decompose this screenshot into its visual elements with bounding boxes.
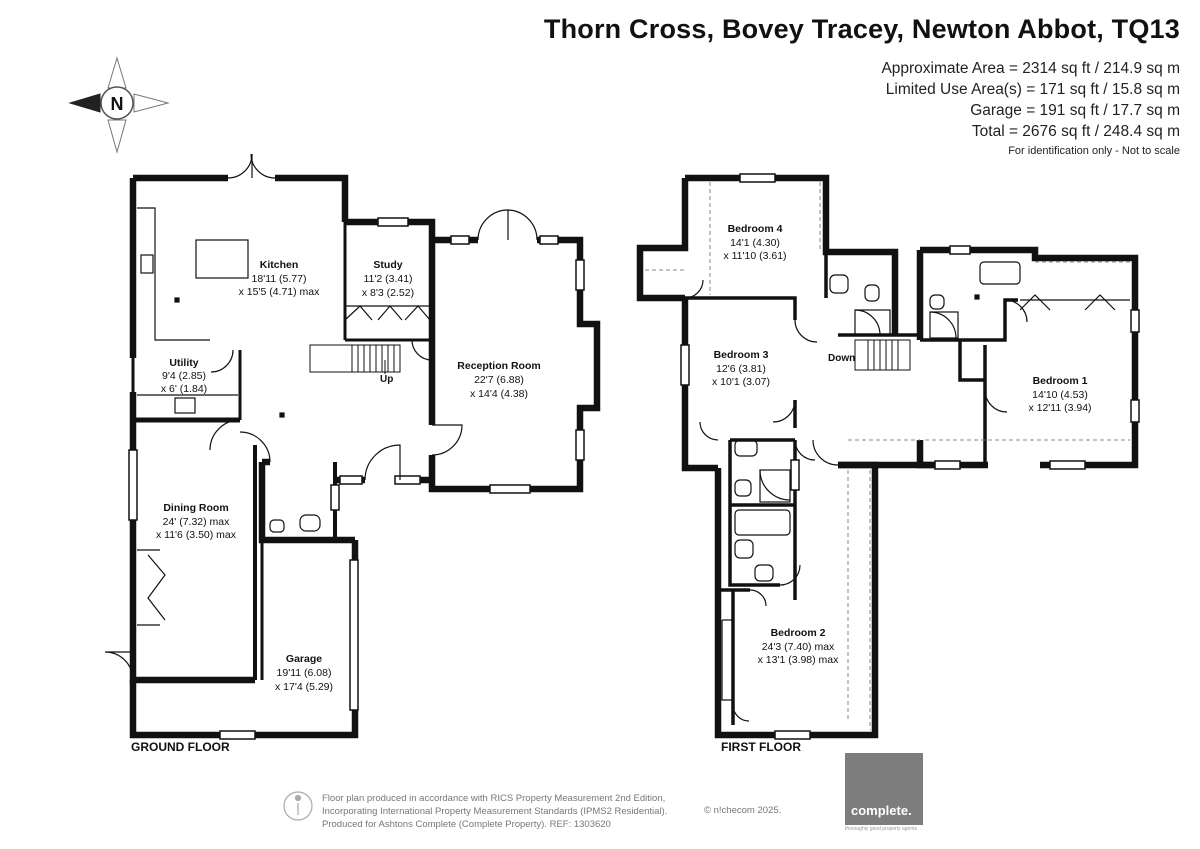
room-label-study: Study 11'2 (3.41) x 8'3 (2.52) <box>362 259 414 299</box>
svg-text:x 10'1 (3.07): x 10'1 (3.07) <box>712 376 770 388</box>
svg-text:22'7 (6.88): 22'7 (6.88) <box>474 374 524 386</box>
footer-line-2: Incorporating International Property Mea… <box>322 806 668 817</box>
svg-text:x 11'10 (3.61): x 11'10 (3.61) <box>723 250 786 262</box>
svg-text:11'2 (3.41): 11'2 (3.41) <box>363 273 412 285</box>
stairs-up-label: Up <box>380 374 393 385</box>
scale-note: For identification only - Not to scale <box>1008 145 1180 157</box>
svg-text:Bedroom 3: Bedroom 3 <box>714 349 769 361</box>
svg-text:Bedroom 2: Bedroom 2 <box>771 627 826 639</box>
study-wardrobe <box>344 305 432 321</box>
svg-text:Reception Room: Reception Room <box>457 360 540 372</box>
svg-text:x 6' (1.84): x 6' (1.84) <box>161 383 207 395</box>
svg-text:Study: Study <box>373 259 402 271</box>
area-total: Total = 2676 sq ft / 248.4 sq m <box>971 123 1180 140</box>
footer-line-1: Floor plan produced in accordance with R… <box>322 793 666 804</box>
svg-text:19'11 (6.08): 19'11 (6.08) <box>277 667 332 679</box>
footer-copyright: © n!checom 2025. <box>704 805 782 816</box>
svg-text:24' (7.32) max: 24' (7.32) max <box>163 516 231 528</box>
svg-text:Bedroom 4: Bedroom 4 <box>728 223 783 235</box>
svg-text:x 12'11 (3.94): x 12'11 (3.94) <box>1028 402 1091 414</box>
compass-rose <box>68 56 170 154</box>
area-limited: Limited Use Area(s) = 171 sq ft / 15.8 s… <box>885 81 1180 98</box>
ground-floor-doors <box>104 153 538 681</box>
room-label-bedroom1: Bedroom 1 14'10 (4.53) x 12'11 (3.94) <box>1028 375 1091 414</box>
svg-text:x 14'4 (4.38): x 14'4 (4.38) <box>470 388 528 400</box>
utility-sink <box>137 394 238 414</box>
svg-text:24'3 (7.40) max: 24'3 (7.40) max <box>762 641 835 653</box>
svg-text:Utility: Utility <box>169 357 198 369</box>
svg-text:18'11 (5.77): 18'11 (5.77) <box>252 273 307 285</box>
limited-use-outline <box>645 182 1130 730</box>
stairs-down-label: Down <box>828 353 855 364</box>
dining-cupboard <box>137 549 166 626</box>
room-label-bedroom4: Bedroom 4 14'1 (4.30) x 11'10 (3.61) <box>723 223 786 262</box>
first-floor-doors <box>684 279 1028 722</box>
bedroom1-wardrobes <box>1019 294 1130 311</box>
kitchen-fittings <box>137 207 285 418</box>
first-floor-label: FIRST FLOOR <box>721 740 801 754</box>
room-label-garage: Garage 19'11 (6.08) x 17'4 (5.29) <box>275 653 333 693</box>
ground-floor-windows <box>128 217 585 740</box>
room-label-utility: Utility 9'4 (2.85) x 6' (1.84) <box>161 357 207 395</box>
agent-logo: complete. <box>845 753 923 825</box>
room-label-reception: Reception Room 22'7 (6.88) x 14'4 (4.38) <box>457 360 540 400</box>
property-title: Thorn Cross, Bovey Tracey, Newton Abbot,… <box>543 14 1180 44</box>
ground-floor-label: GROUND FLOOR <box>131 740 230 754</box>
svg-text:12'6 (3.81): 12'6 (3.81) <box>716 363 766 375</box>
room-label-bedroom2: Bedroom 2 24'3 (7.40) max x 13'1 (3.98) … <box>758 627 840 666</box>
footer-disclaimer: Floor plan produced in accordance with R… <box>322 792 667 831</box>
compass-letter: N <box>111 94 124 114</box>
area-summary: Approximate Area = 2314 sq ft / 214.9 sq… <box>881 58 1180 142</box>
svg-text:14'1 (4.30): 14'1 (4.30) <box>730 237 780 249</box>
svg-text:14'10 (4.53): 14'10 (4.53) <box>1032 389 1088 401</box>
first-floor-windows <box>680 173 1140 740</box>
ground-wc-fixtures <box>269 514 321 533</box>
agent-logo-tagline: thoroughly good property agents <box>845 826 917 832</box>
svg-text:x 8'3 (2.52): x 8'3 (2.52) <box>362 287 414 299</box>
first-stairs <box>854 339 911 371</box>
svg-text:x 13'1 (3.98) max: x 13'1 (3.98) max <box>758 654 840 666</box>
first-floor-bathrooms <box>734 261 1021 582</box>
bedroom2-wardrobe <box>721 619 733 701</box>
room-label-dining: Dining Room 24' (7.32) max x 11'6 (3.50)… <box>156 502 237 541</box>
svg-text:Garage: Garage <box>286 653 322 665</box>
area-garage: Garage = 191 sq ft / 17.7 sq m <box>970 102 1180 119</box>
svg-text:Dining Room: Dining Room <box>163 502 228 514</box>
room-label-kitchen: Kitchen 18'11 (5.77) x 15'5 (4.71) max <box>239 259 321 298</box>
svg-text:Bedroom 1: Bedroom 1 <box>1033 375 1088 387</box>
svg-text:x 11'6 (3.50) max: x 11'6 (3.50) max <box>156 529 237 541</box>
svg-text:x 15'5 (4.71) max: x 15'5 (4.71) max <box>239 286 321 298</box>
svg-text:9'4 (2.85): 9'4 (2.85) <box>162 370 206 382</box>
room-label-bedroom3: Bedroom 3 12'6 (3.81) x 10'1 (3.07) <box>712 349 770 388</box>
svg-text:x 17'4 (5.29): x 17'4 (5.29) <box>275 681 333 693</box>
footer-line-3: Produced for Ashtons Complete (Complete … <box>322 819 611 830</box>
first-floor-walls <box>636 174 1139 739</box>
area-approx: Approximate Area = 2314 sq ft / 214.9 sq… <box>881 60 1180 77</box>
info-person-icon <box>283 791 313 821</box>
ground-stairs <box>309 344 401 374</box>
svg-text:Kitchen: Kitchen <box>260 259 299 271</box>
agent-logo-text: complete. <box>851 803 912 818</box>
